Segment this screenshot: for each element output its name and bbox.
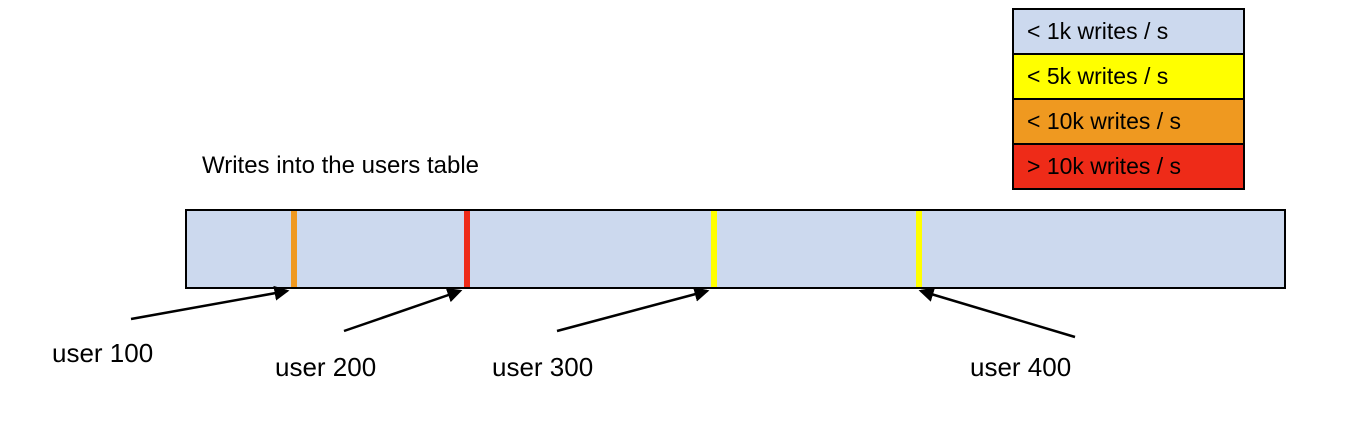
user-200-label: user 200 xyxy=(275,352,377,382)
legend-item-label: < 5k writes / s xyxy=(1027,63,1169,89)
legend-item-label: < 10k writes / s xyxy=(1027,108,1182,134)
user-100-label: user 100 xyxy=(52,338,154,368)
users-table-bar xyxy=(185,209,1286,289)
user-400-label: user 400 xyxy=(970,352,1072,382)
write-rate-legend: < 1k writes / s < 5k writes / s < 10k wr… xyxy=(1012,8,1245,190)
user-400-marker xyxy=(916,211,922,287)
user-300-arrow xyxy=(556,286,710,333)
legend-item-over-10k: > 10k writes / s xyxy=(1014,145,1243,188)
legend-item-label: < 1k writes / s xyxy=(1027,18,1169,44)
user-200-marker xyxy=(464,211,470,287)
chart-title: Writes into the users table xyxy=(202,152,480,179)
user-200-arrow xyxy=(343,287,463,333)
user-400-arrow xyxy=(918,287,1076,339)
legend-item-label: > 10k writes / s xyxy=(1027,153,1182,179)
legend-item-under-5k: < 5k writes / s xyxy=(1014,55,1243,100)
legend-item-under-1k: < 1k writes / s xyxy=(1014,10,1243,55)
legend-item-under-10k: < 10k writes / s xyxy=(1014,100,1243,145)
user-100-arrow xyxy=(130,285,290,321)
user-300-marker xyxy=(711,211,717,287)
user-300-label: user 300 xyxy=(492,352,594,382)
user-100-marker xyxy=(291,211,297,287)
